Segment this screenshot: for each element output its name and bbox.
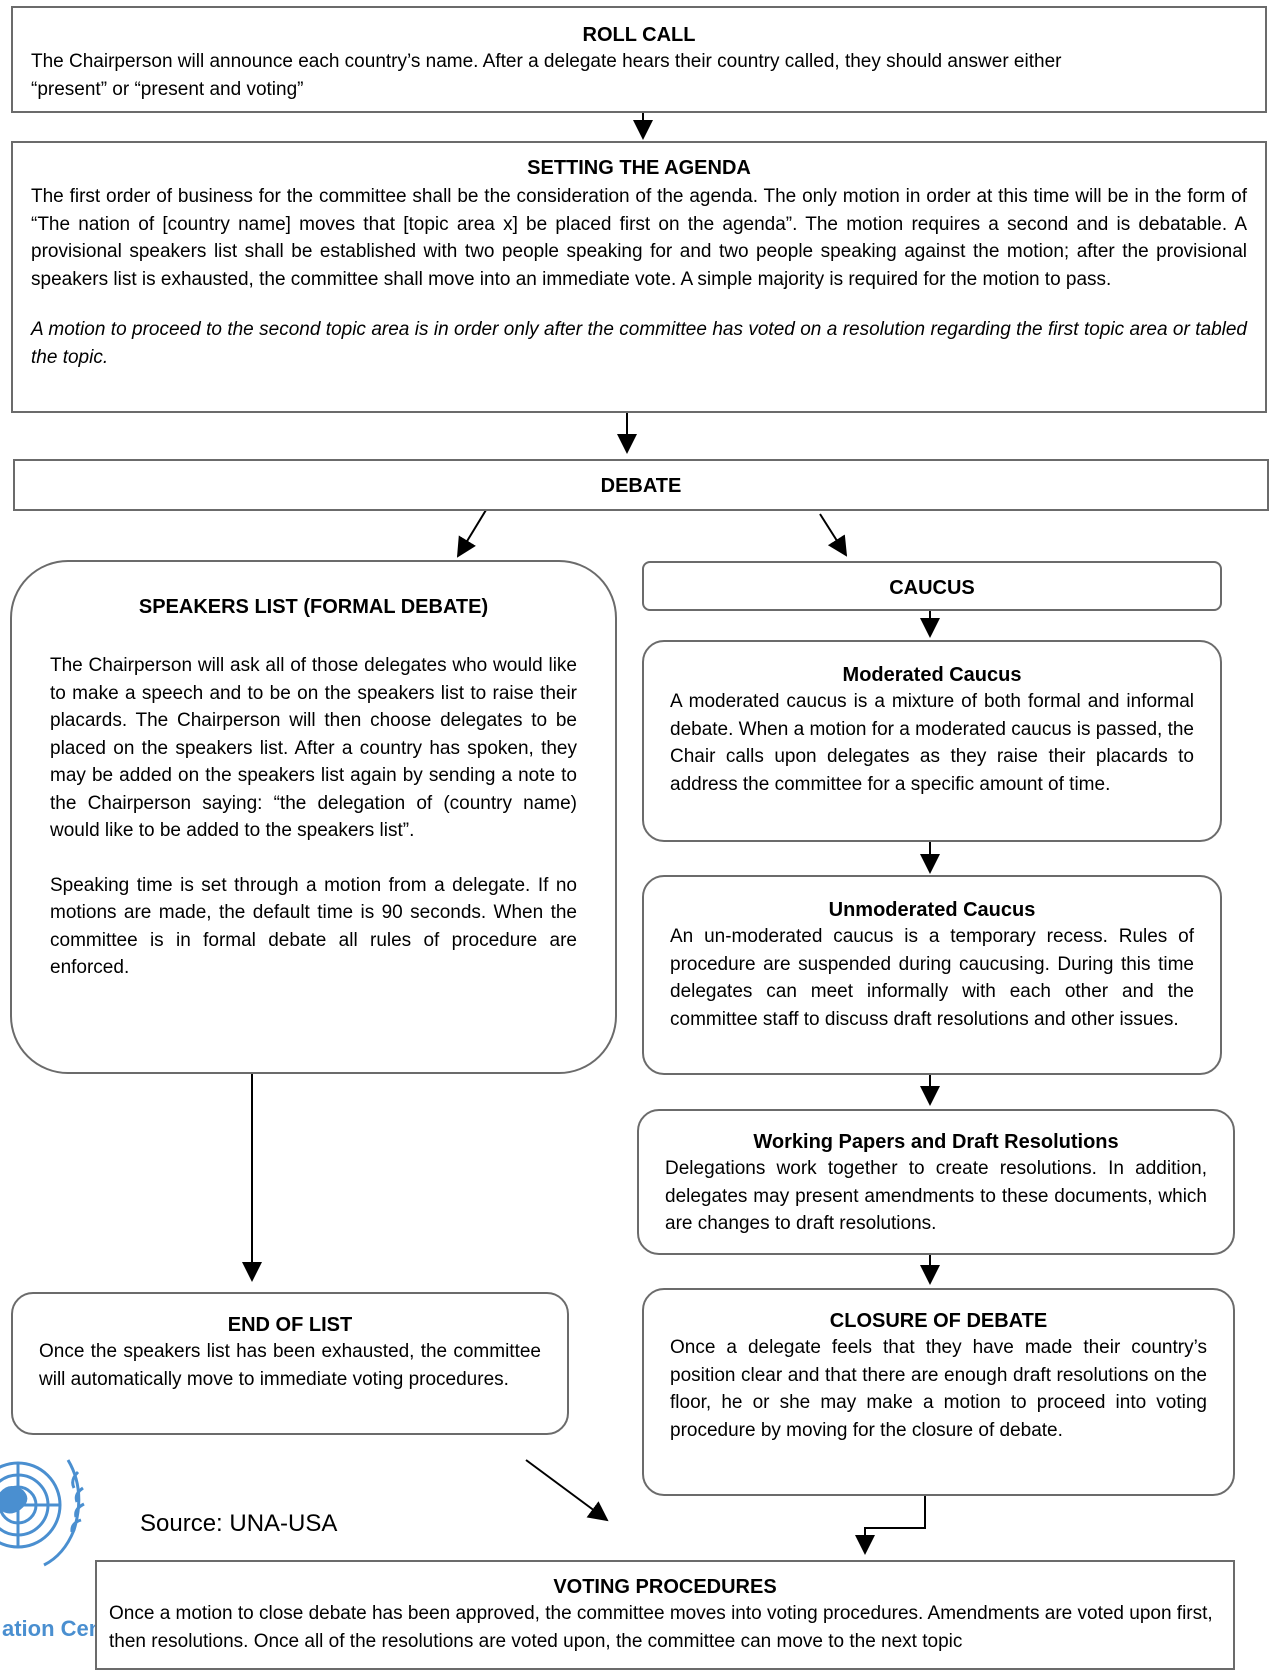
agenda-box: SETTING THE AGENDA The first order of bu… bbox=[11, 141, 1267, 413]
working-papers-box: Working Papers and Draft Resolutions Del… bbox=[637, 1109, 1235, 1255]
unmoderated-caucus-title: Unmoderated Caucus bbox=[828, 899, 1036, 921]
agenda-text: The first order of business for the comm… bbox=[31, 186, 1247, 290]
speakers-list-title: SPEAKERS LIST (FORMAL DEBATE) bbox=[138, 596, 489, 618]
caucus-box: CAUCUS bbox=[642, 561, 1222, 611]
voting-procedures-text: Once a motion to close debate has been a… bbox=[109, 1603, 1213, 1652]
roll-call-box: ROLL CALL The Chairperson will announce … bbox=[11, 6, 1267, 113]
caucus-title: CAUCUS bbox=[889, 577, 975, 599]
moderated-caucus-box: Moderated Caucus A moderated caucus is a… bbox=[642, 640, 1222, 842]
speakers-list-para2: Speaking time is set through a motion fr… bbox=[50, 874, 577, 979]
moderated-caucus-title: Moderated Caucus bbox=[842, 664, 1022, 686]
debate-box: DEBATE bbox=[13, 459, 1269, 511]
unmoderated-caucus-text: An un-moderated caucus is a temporary re… bbox=[670, 926, 1194, 1030]
unmoderated-caucus-box: Unmoderated Caucus An un-moderated caucu… bbox=[642, 875, 1222, 1075]
closure-of-debate-box: CLOSURE OF DEBATE Once a delegate feels … bbox=[642, 1288, 1235, 1496]
source-label: Source: UNA-USA bbox=[140, 1510, 338, 1537]
arrow-end-to-voting bbox=[525, 1459, 609, 1522]
arrow-closure-to-voting bbox=[855, 1496, 926, 1555]
working-papers-title: Working Papers and Draft Resolutions bbox=[753, 1131, 1119, 1153]
united-nations-emblem-icon bbox=[0, 1459, 85, 1567]
end-of-list-box: END OF LIST Once the speakers list has b… bbox=[11, 1292, 569, 1435]
un-logo: ation Cen bbox=[0, 1420, 100, 1661]
closure-of-debate-title: CLOSURE OF DEBATE bbox=[829, 1310, 1048, 1332]
moderated-caucus-text: A moderated caucus is a mixture of both … bbox=[670, 691, 1194, 795]
voting-procedures-box: VOTING PROCEDURES Once a motion to close… bbox=[95, 1560, 1235, 1670]
voting-procedures-title: VOTING PROCEDURES bbox=[553, 1576, 777, 1598]
roll-call-title: ROLL CALL bbox=[582, 24, 696, 46]
arrow-debate-to-speakers bbox=[456, 509, 487, 558]
agenda-title: SETTING THE AGENDA bbox=[527, 157, 751, 179]
roll-call-text: The Chairperson will announce each count… bbox=[31, 51, 1062, 100]
closure-of-debate-text: Once a delegate feels that they have mad… bbox=[670, 1337, 1207, 1441]
arrow-debate-to-caucus bbox=[819, 513, 848, 557]
speakers-list-box: SPEAKERS LIST (FORMAL DEBATE) The Chairp… bbox=[10, 560, 617, 1074]
working-papers-text: Delegations work together to create reso… bbox=[665, 1158, 1207, 1234]
end-of-list-title: END OF LIST bbox=[227, 1314, 353, 1336]
debate-title: DEBATE bbox=[600, 475, 682, 497]
logo-partial-text: ation Cen bbox=[2, 1616, 100, 1641]
agenda-note: A motion to proceed to the second topic … bbox=[31, 319, 1247, 368]
end-of-list-text: Once the speakers list has been exhauste… bbox=[39, 1341, 541, 1390]
speakers-list-para1: The Chairperson will ask all of those de… bbox=[50, 655, 577, 841]
